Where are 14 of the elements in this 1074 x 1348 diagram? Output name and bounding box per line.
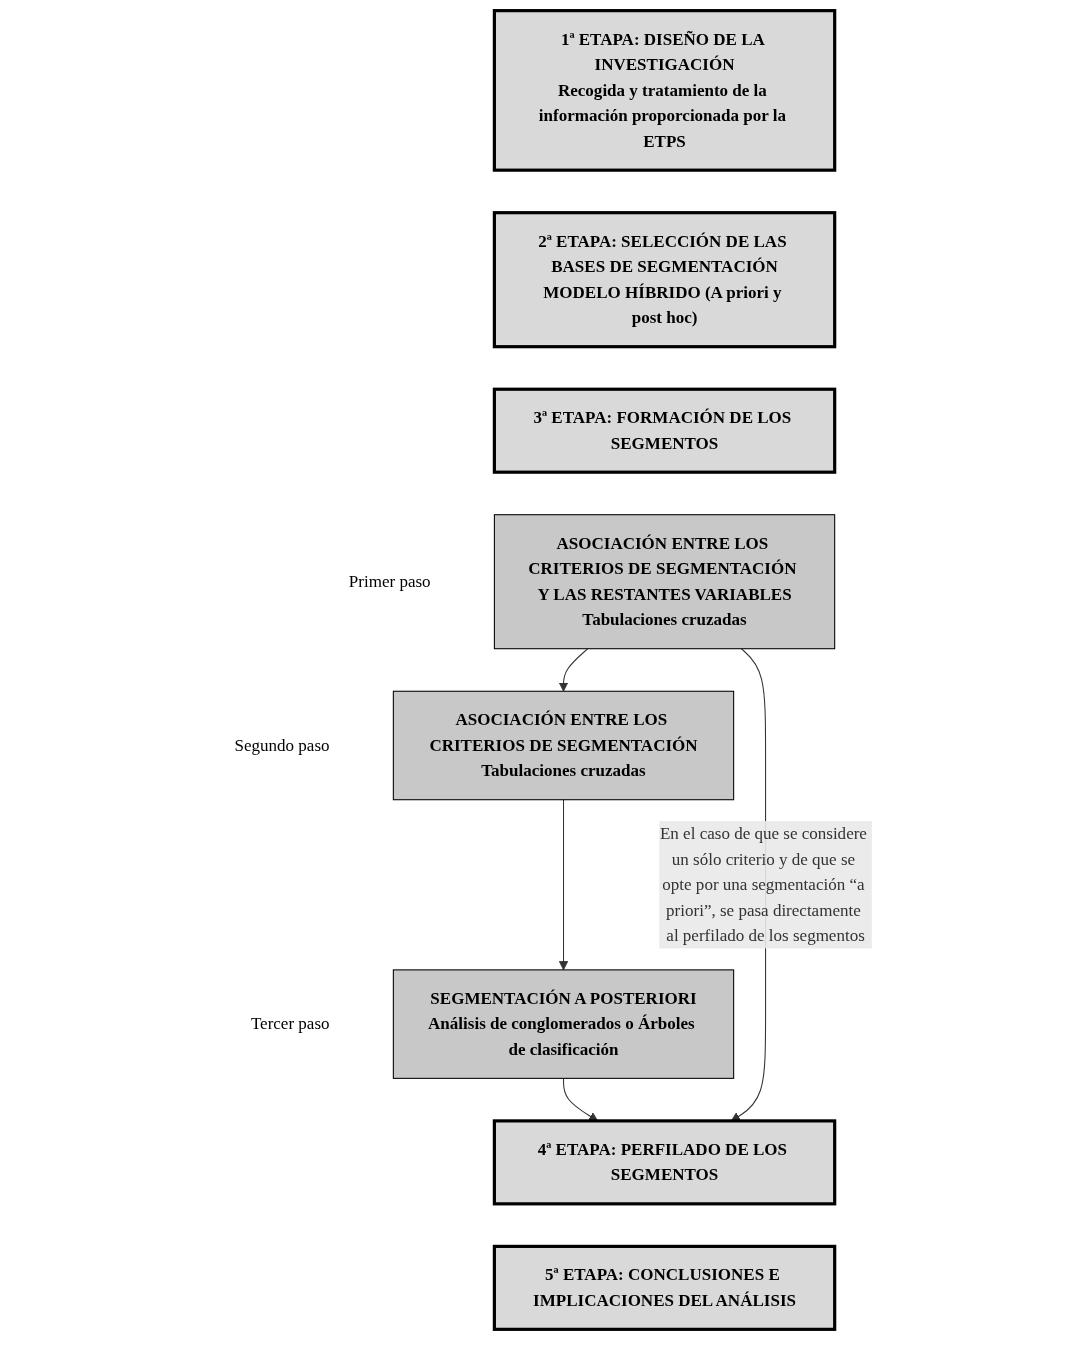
- node-box: SEGMENTACIÓN A POSTERIORI Análisis de conglomerados o Árboles de clasificación: [392, 969, 734, 1079]
- node-box: 1ª ETAPA: DISEÑO DE LA INVESTIGACIÓN Recogida y tratamiento de la información proporcionada por la ETPS: [492, 9, 836, 172]
- node-label: Tercer paso: [250, 1014, 330, 1033]
- node-box: ASOCIACIÓN ENTRE LOS CRITERIOS DE SEGMENTACIÓN Y LAS RESTANTES VARIABLES Tabulaciones cruzadas: [493, 514, 835, 650]
- node-box: 3ª ETAPA: FORMACIÓN DE LOS SEGMENTOS: [492, 387, 836, 474]
- node-label: Segundo paso: [234, 735, 330, 754]
- arrow: [558, 799, 568, 971]
- node-box: 2ª ETAPA: SELECCIÓN DE LAS BASES DE SEGMENTACIÓN MODELO HÍBRIDO (A priori y post hoc): [492, 211, 836, 349]
- node-box: ASOCIACIÓN ENTRE LOS CRITERIOS DE SEGMENTACIÓN Tabulaciones cruzadas: [392, 690, 734, 801]
- arrow: [558, 648, 589, 692]
- node-box: 4ª ETAPA: PERFILADO DE LOS SEGMENTOS: [492, 1119, 836, 1206]
- node-label: Primer paso: [348, 572, 431, 591]
- edge-label: En el caso de que se considere un sólo criterio y de que se opte por una segmentación “a priori”, se pasa directamente al perfilado de los segmentos: [659, 824, 867, 945]
- node-box: 5ª ETAPA: CONCLUSIONES E IMPLICACIONES DEL ANÁLISIS: [492, 1244, 836, 1331]
